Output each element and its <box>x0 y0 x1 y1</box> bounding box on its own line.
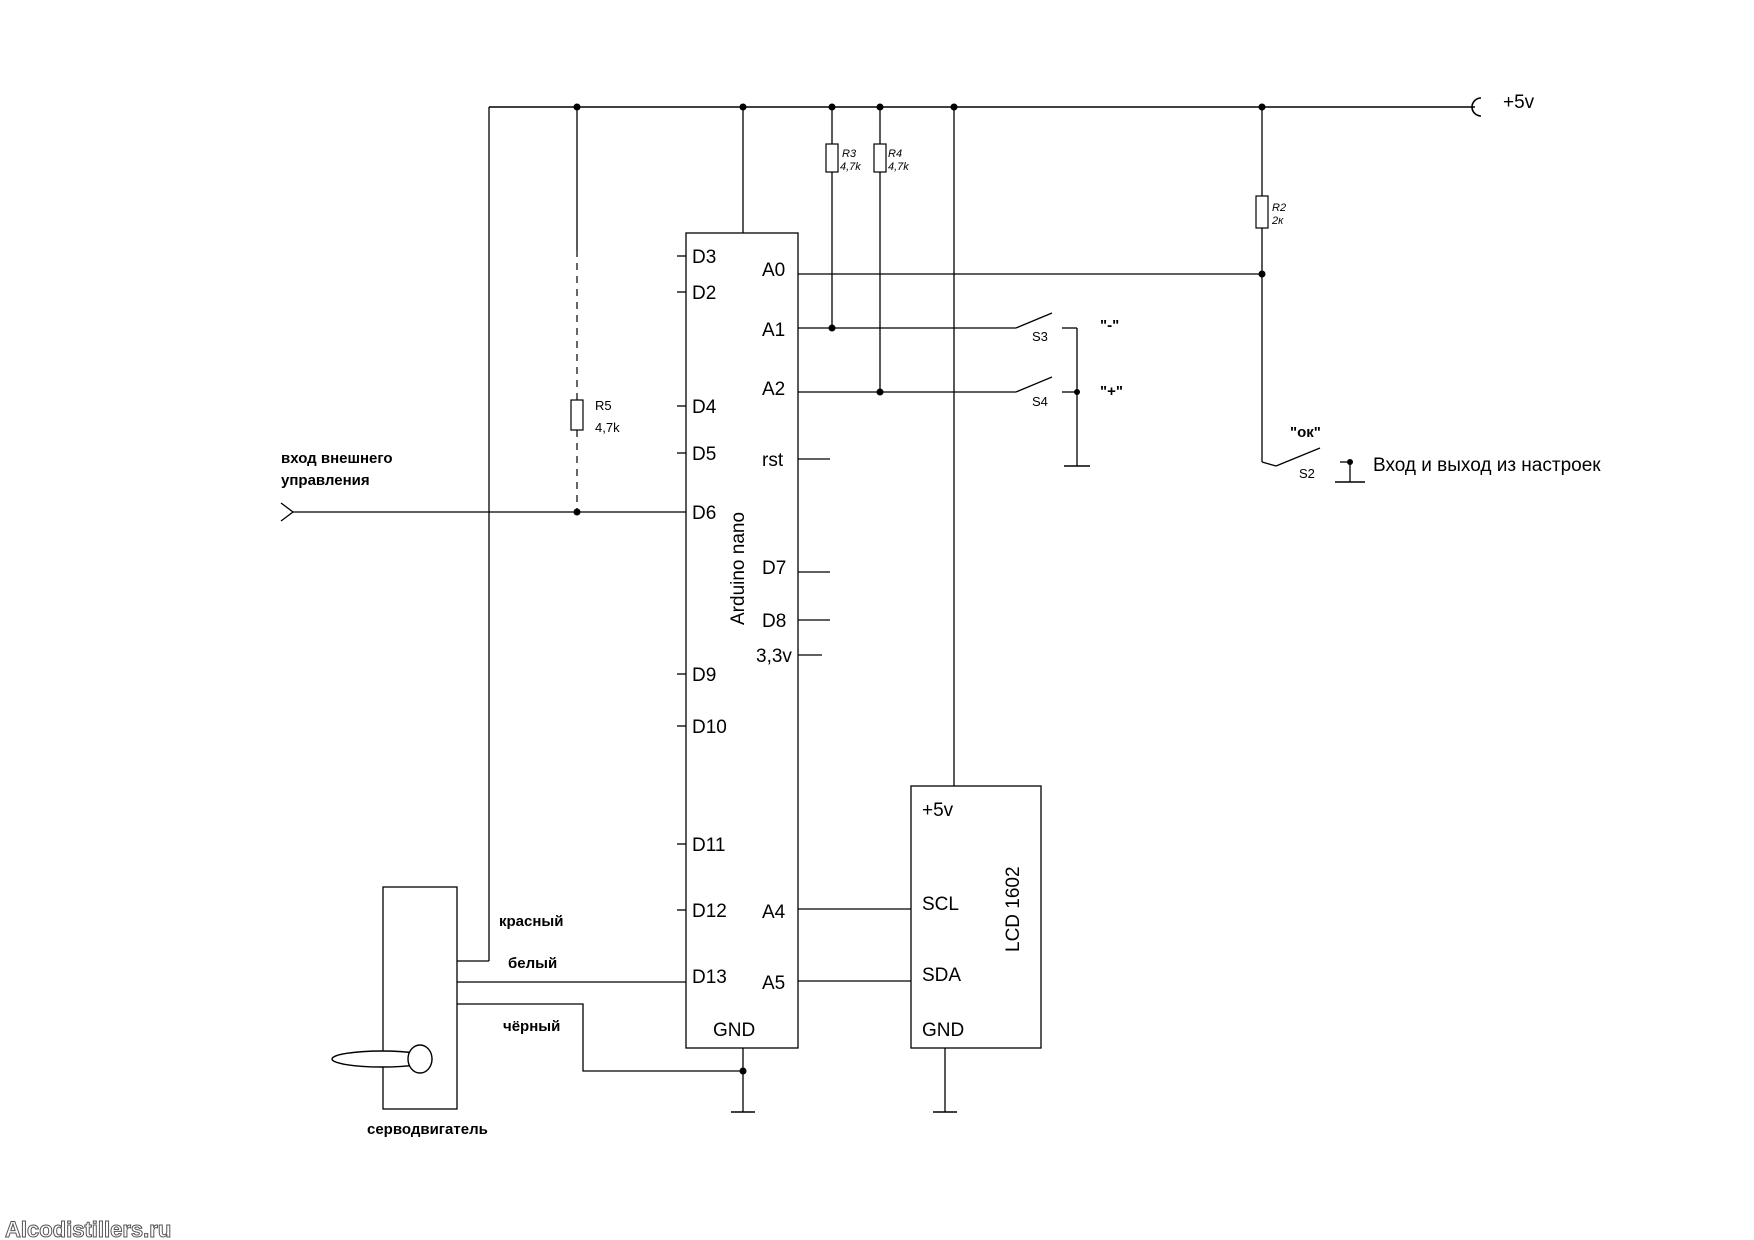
lcd-1602: +5v SCL SDA GND LCD 1602 <box>798 785 1042 1113</box>
r5-value: 4,7k <box>595 420 620 435</box>
a0-net: R2 2к <box>798 107 1286 462</box>
power-label: +5v <box>1503 92 1535 113</box>
s2-label: "ок" <box>1290 424 1321 441</box>
r3-value: 4,7k <box>840 161 861 173</box>
r4-value: 4,7k <box>888 161 909 173</box>
pin-rst: rst <box>762 450 784 471</box>
r3-ref: R3 <box>842 148 857 160</box>
lcd-pin-scl: SCL <box>922 894 959 915</box>
s4-ref: S4 <box>1032 394 1048 409</box>
pin-d10: D10 <box>692 717 727 738</box>
pin-d3: D3 <box>692 247 716 268</box>
pin-a1: A1 <box>762 320 785 341</box>
lcd-name: LCD 1602 <box>1003 866 1024 952</box>
servo-shaft <box>407 1044 433 1074</box>
input-label-2: управления <box>281 472 370 489</box>
r2-value: 2к <box>1271 215 1284 227</box>
pin-d6: D6 <box>692 503 716 524</box>
s3-label: "-" <box>1100 317 1119 334</box>
lcd-pin-gnd: GND <box>922 1020 964 1041</box>
pin-d4: D4 <box>692 397 717 418</box>
pin-d12: D12 <box>692 901 727 922</box>
pin-d11: D11 <box>692 835 725 856</box>
switch-s2: "ок" S2 Вход и выход из настроек <box>1261 424 1601 483</box>
lcd-pin-5v: +5v <box>922 800 954 821</box>
a2-net: R4 4,7k S4 "+" <box>798 107 1123 409</box>
servo-label: серводвигатель <box>367 1121 488 1138</box>
pin-d8: D8 <box>762 611 786 632</box>
arduino-name: Arduino nano <box>728 512 749 625</box>
servo-body <box>382 886 458 1110</box>
pin-3v3: 3,3v <box>756 646 792 667</box>
resistor-r3 <box>825 143 839 173</box>
resistor-r5 <box>570 399 584 431</box>
s2-ref: S2 <box>1299 466 1315 481</box>
input-terminal <box>280 502 295 522</box>
pin-d9: D9 <box>692 665 716 686</box>
pin-d7: D7 <box>762 558 786 579</box>
resistor-r2 <box>1255 195 1269 229</box>
r4-ref: R4 <box>888 148 902 160</box>
pin-d13: D13 <box>692 967 727 988</box>
pin-d2: D2 <box>692 283 716 304</box>
r2-ref: R2 <box>1272 202 1286 214</box>
pin-a2: A2 <box>762 379 785 400</box>
input-label-1: вход внешнего <box>281 450 393 467</box>
r5-ref: R5 <box>595 398 612 413</box>
pin-gnd: GND <box>713 1020 755 1041</box>
pin-a4: A4 <box>762 902 786 923</box>
s3-ref: S3 <box>1032 329 1048 344</box>
power-rail: +5v <box>489 92 1535 117</box>
switch-ground <box>1064 328 1090 467</box>
arduino-ground <box>731 1048 755 1113</box>
s2-description: Вход и выход из настроек <box>1373 455 1601 476</box>
arduino-nano: Arduino nano D3 D2 D4 D5 D6 D9 D10 D11 D… <box>677 107 830 1049</box>
wire-black-label: чёрный <box>503 1018 560 1035</box>
d6-net: R5 4,7k вход внешнего управления <box>280 107 686 522</box>
lcd-pin-sda: SDA <box>922 965 961 986</box>
pin-d5: D5 <box>692 444 716 465</box>
a1-net: R3 4,7k S3 "-" <box>798 107 1119 344</box>
s4-label: "+" <box>1100 383 1123 400</box>
resistor-r4 <box>873 143 887 173</box>
servo: красный белый чёрный серводвигатель <box>331 107 747 1138</box>
wire-red-label: красный <box>499 913 563 930</box>
watermark: Alcodistillers.ru <box>5 1217 171 1240</box>
wire-white-label: белый <box>508 955 557 972</box>
pin-a5: A5 <box>762 973 785 994</box>
pin-a0: A0 <box>762 260 785 281</box>
